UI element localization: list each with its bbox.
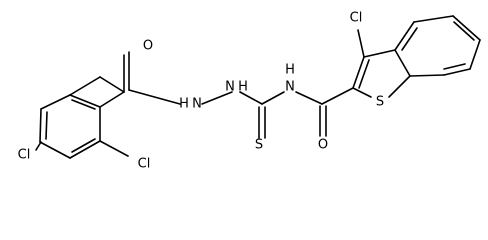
bond: [295, 91, 323, 105]
bond: [452, 15, 481, 41]
atom-s-ring: S: [376, 95, 384, 110]
bond: [443, 68, 471, 76]
bond: [443, 63, 466, 70]
molecule-structure: O H N N H H N S O Cl S Cl Cl: [18, 11, 481, 172]
bond: [69, 76, 101, 96]
bond: [128, 89, 181, 105]
bond: [363, 49, 396, 58]
bond: [45, 111, 48, 140]
bond: [469, 39, 481, 70]
atom-n-left: N: [192, 97, 202, 112]
bond: [201, 91, 233, 105]
bond: [413, 15, 454, 23]
bond: [261, 91, 285, 105]
atom-n-right: N: [285, 80, 295, 95]
atom-cl-thiophene: Cl: [350, 11, 363, 26]
atom-h-left: H: [179, 97, 189, 112]
structure-canvas: O H N N H H N S O Cl S Cl Cl: [17, 10, 481, 172]
bond: [352, 87, 372, 98]
bond: [401, 27, 418, 51]
atom-s-thio: S: [255, 138, 263, 153]
bond-lines: [35, 15, 481, 159]
bond: [35, 141, 42, 151]
bond: [40, 94, 71, 110]
bond: [357, 29, 365, 58]
atom-cl-para: Cl: [18, 148, 31, 163]
atom-h-mid: H: [238, 80, 248, 95]
bond: [321, 87, 354, 105]
bond: [239, 91, 263, 105]
bond: [388, 75, 411, 98]
bond: [99, 76, 125, 93]
bond: [394, 21, 415, 51]
bond: [71, 99, 96, 110]
atom-labels: O H N N H H N S O Cl S Cl Cl: [18, 11, 384, 172]
bond: [69, 94, 101, 108]
bond: [358, 59, 370, 89]
atom-o-benzoyl: O: [143, 39, 153, 54]
bond: [453, 21, 475, 41]
bond: [39, 141, 71, 159]
bond: [69, 140, 101, 159]
atom-h-right: H: [285, 63, 295, 78]
bond: [39, 108, 42, 143]
atom-o-amide: O: [318, 138, 328, 153]
bond: [71, 138, 96, 153]
bond: [409, 74, 445, 77]
bond: [99, 140, 129, 157]
atom-cl-ortho: Cl: [138, 157, 151, 172]
bond: [394, 49, 411, 77]
bond: [99, 91, 125, 108]
bond: [352, 56, 365, 89]
atom-n-mid: N: [225, 80, 235, 95]
